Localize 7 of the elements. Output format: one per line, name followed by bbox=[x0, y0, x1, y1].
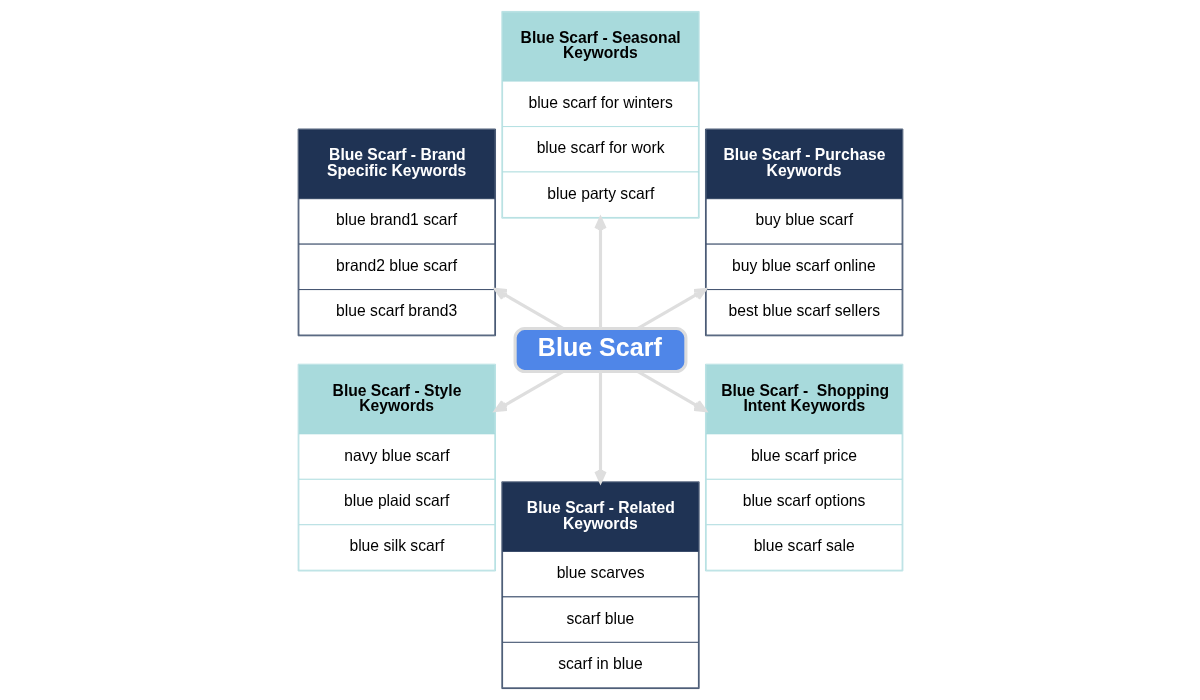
arrow bbox=[493, 287, 564, 330]
arrow bbox=[593, 216, 607, 329]
arrow bbox=[593, 371, 607, 484]
arrow bbox=[493, 370, 564, 413]
arrow bbox=[636, 370, 707, 413]
node-box: Blue Scarf bbox=[513, 326, 687, 374]
arrow bbox=[636, 287, 707, 330]
